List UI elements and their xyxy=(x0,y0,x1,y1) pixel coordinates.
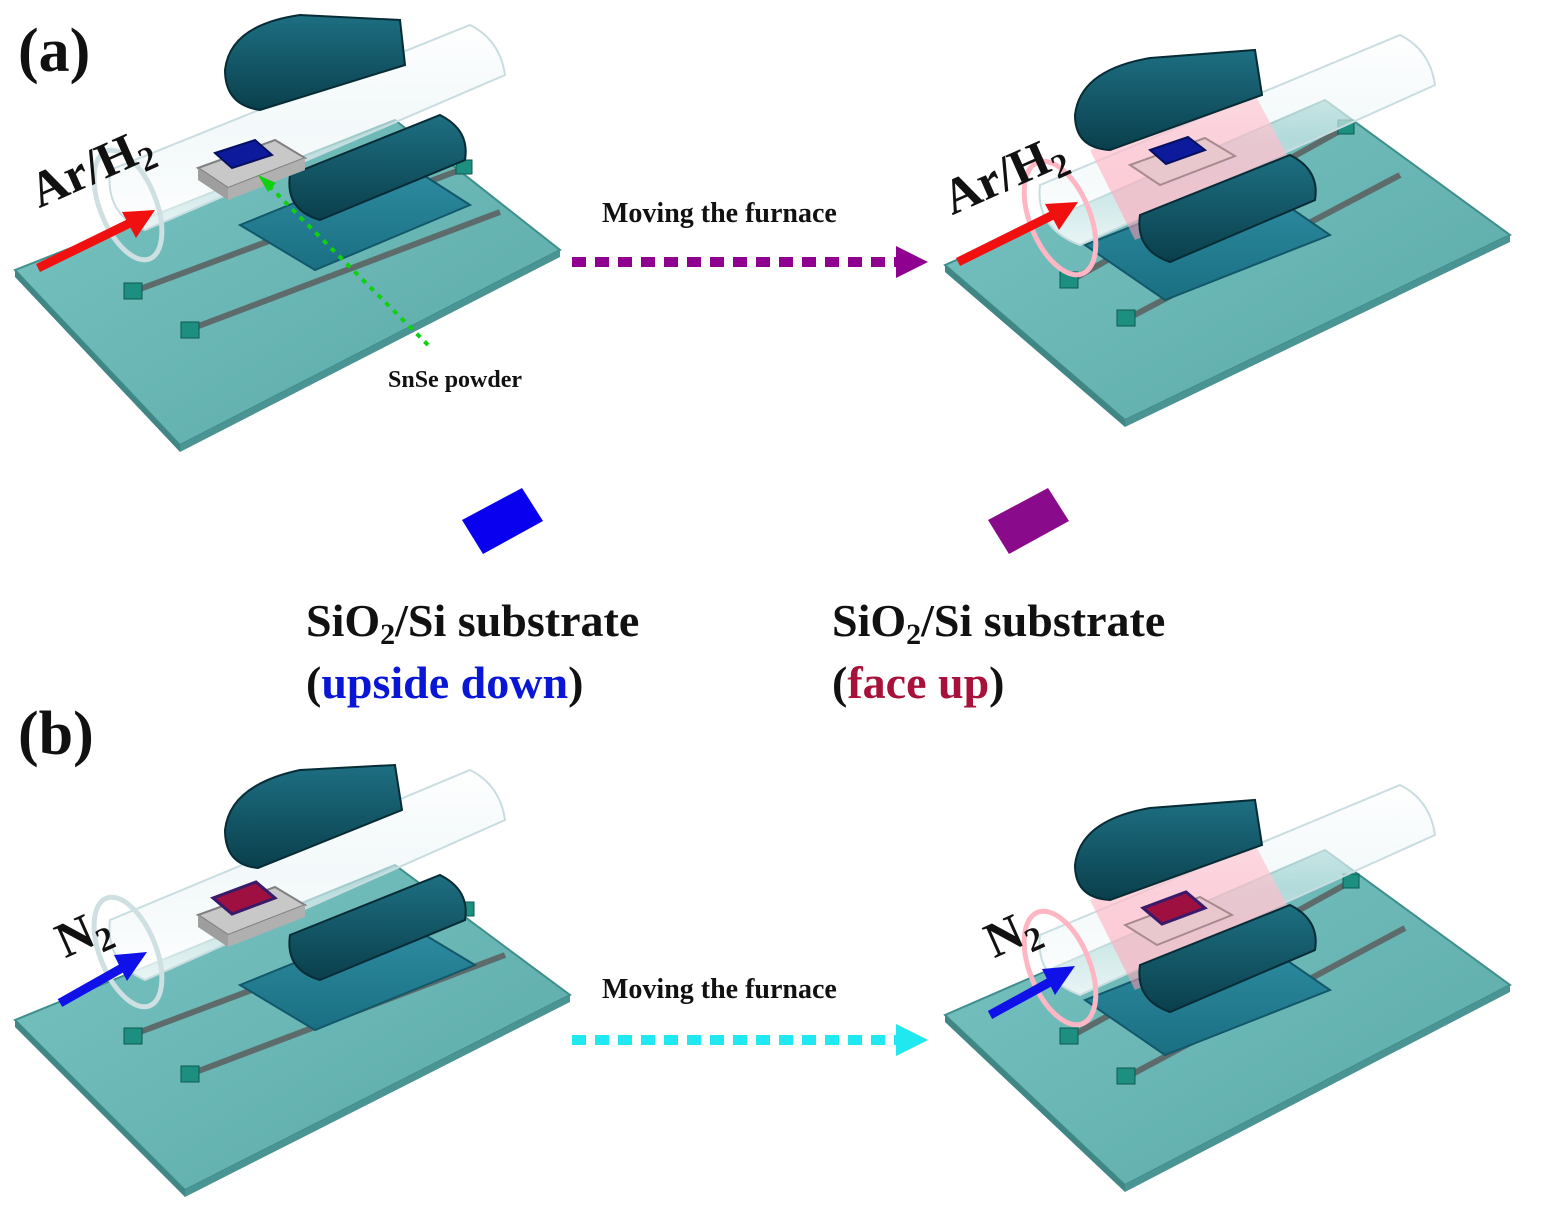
panel-a-setup-moved xyxy=(943,33,1512,427)
gas-flow-arrow xyxy=(57,964,125,1007)
furnace-bottom-shell xyxy=(1138,153,1317,264)
step-label-a: Moving the furnace xyxy=(602,198,837,229)
gas-flow-arrow xyxy=(956,209,1057,267)
legend-title-text: /Si substrate xyxy=(395,595,640,646)
step-label-b: Moving the furnace xyxy=(602,974,837,1005)
paren: ( xyxy=(306,657,322,708)
substrate-upside-down xyxy=(213,138,274,170)
legend-title-face-up: SiO2/Si substrate xyxy=(832,598,1165,650)
paren: ) xyxy=(568,657,584,708)
panel-b-setup-initial xyxy=(13,763,572,1197)
furnace-top-shell xyxy=(1073,48,1264,152)
rail-bracket xyxy=(123,1027,143,1045)
legend-title-upside-down: SiO2/Si substrate xyxy=(306,598,639,650)
panel-b-setup-moved xyxy=(943,783,1512,1192)
furnace-bottom-shell xyxy=(288,113,467,222)
rail-bracket xyxy=(1059,1027,1079,1045)
paren: ( xyxy=(832,657,848,708)
rail-bracket xyxy=(180,321,200,339)
rail-bracket xyxy=(1116,309,1136,327)
gas-flow-arrow xyxy=(36,217,134,273)
rail-bracket xyxy=(1342,873,1360,889)
snse-pointer-arrow xyxy=(266,183,430,347)
furnace-top-shell xyxy=(223,13,407,112)
legend-orientation-upside-down: (upside down) xyxy=(306,660,583,706)
furnace-top-shell xyxy=(1073,798,1264,902)
substrate-upside-down xyxy=(1148,135,1208,166)
rail xyxy=(186,209,502,333)
orientation-text: upside down xyxy=(321,657,569,708)
substrate-face-up xyxy=(210,880,278,916)
panel-label-a: (a) xyxy=(18,17,91,85)
rail-bracket xyxy=(123,282,143,300)
legend-swatch-face-up xyxy=(988,488,1069,554)
furnace-bottom-shell xyxy=(1138,903,1317,1014)
panel-b-move-arrow xyxy=(572,1024,928,1056)
rail-bracket xyxy=(1116,1067,1136,1085)
rail-bracket xyxy=(180,1065,200,1083)
panel-a-move-arrow xyxy=(572,246,928,278)
legend-title-text: SiO xyxy=(832,595,907,646)
orientation-text: face up xyxy=(847,657,990,708)
substrate-face-up xyxy=(1140,890,1208,926)
legend-title-subscript: 2 xyxy=(380,618,396,651)
snse-powder-label: SnSe powder xyxy=(388,367,523,393)
paren: ) xyxy=(989,657,1005,708)
legend-title-text: SiO xyxy=(306,595,381,646)
panel-label-b: (b) xyxy=(18,700,94,768)
legend-swatch-upside-down xyxy=(462,488,543,554)
furnace-bottom-shell xyxy=(288,873,467,982)
legend-title-subscript: 2 xyxy=(906,618,922,651)
legend-orientation-face-up: (face up) xyxy=(832,660,1004,706)
furnace-top-shell xyxy=(223,763,404,870)
gas-flow-arrow xyxy=(987,978,1053,1019)
legend-title-text: /Si substrate xyxy=(921,595,1166,646)
panel-a-setup-initial xyxy=(13,13,562,452)
